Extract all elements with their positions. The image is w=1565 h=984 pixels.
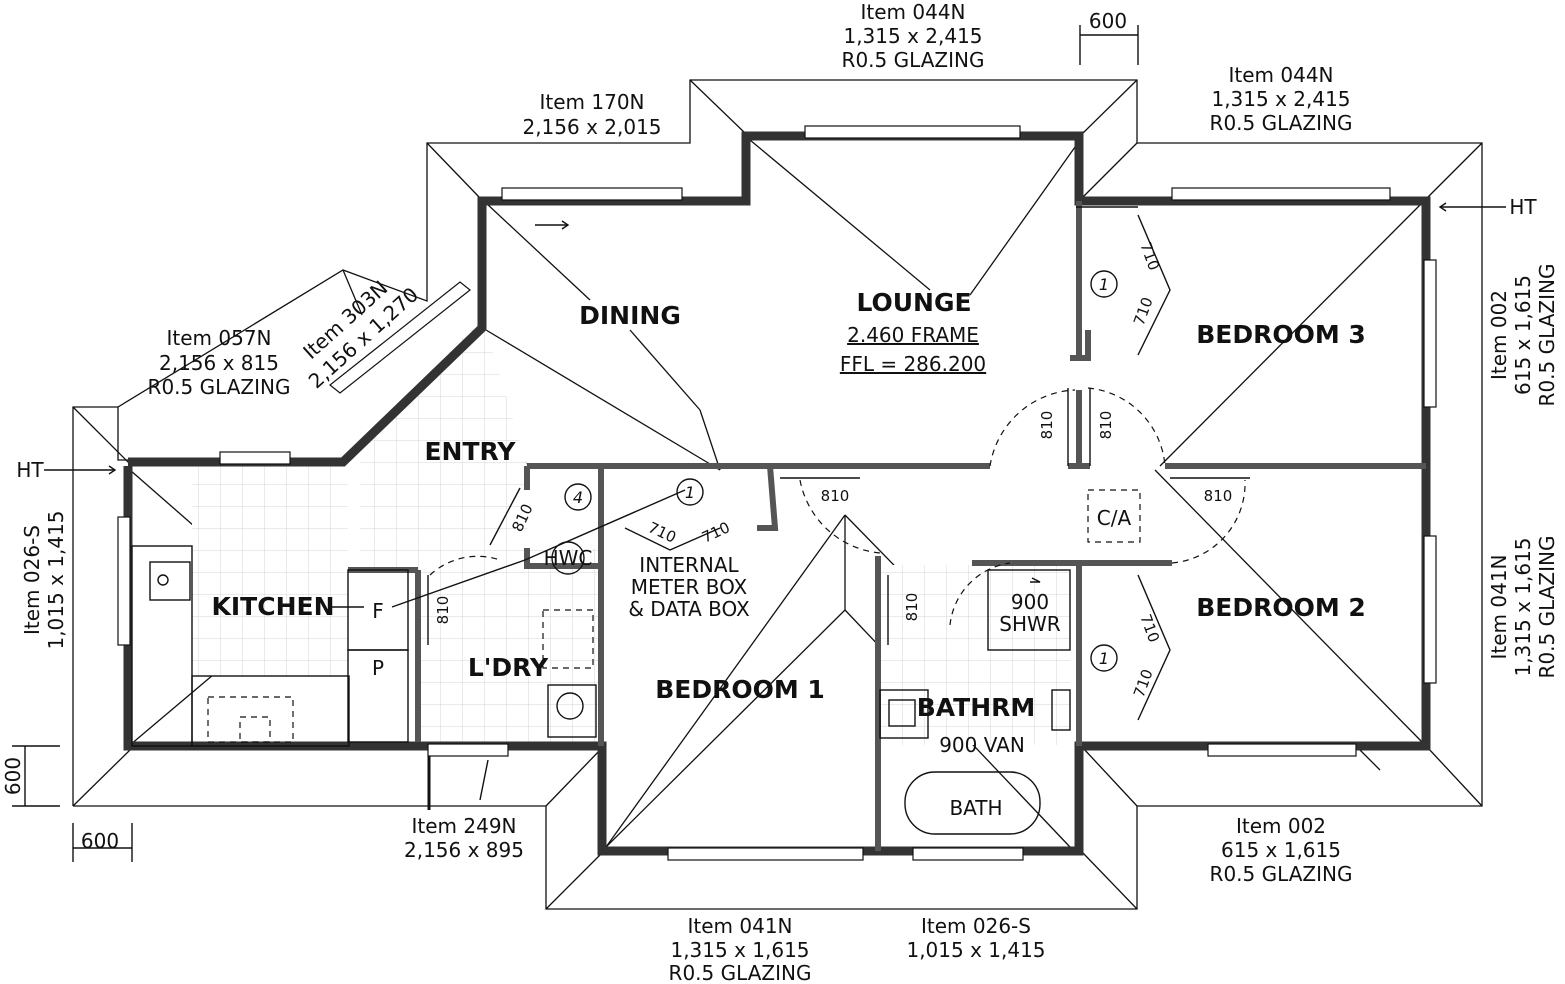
external-walls bbox=[123, 131, 1431, 856]
dim-600-bottom: 600 bbox=[81, 829, 119, 853]
svg-text:R0.5 GLAZING: R0.5 GLAZING bbox=[1210, 862, 1353, 886]
svg-text:Item 041N: Item 041N bbox=[687, 914, 792, 938]
door-810-bed2: 810 bbox=[1204, 487, 1233, 505]
window-label-bed1-bottom: Item 041N 1,315 x 1,615 R0.5 GLAZING bbox=[669, 914, 812, 984]
window-label-top-right: Item 044N 1,315 x 2,415 R0.5 GLAZING bbox=[1210, 63, 1353, 135]
svg-text:Item 044N: Item 044N bbox=[1228, 63, 1333, 87]
dim-600-top: 600 bbox=[1089, 9, 1127, 33]
svg-text:R0.5 GLAZING: R0.5 GLAZING bbox=[842, 48, 985, 72]
tags bbox=[564, 270, 1118, 672]
svg-text:1,315 x 1,615: 1,315 x 1,615 bbox=[670, 938, 809, 962]
door-810-bed3: 810 bbox=[1097, 411, 1115, 440]
room-label-bathroom: BATHRM bbox=[917, 693, 1036, 722]
svg-text:Item 026-S: Item 026-S bbox=[20, 525, 44, 635]
svg-text:1,315 x 1,615: 1,315 x 1,615 bbox=[1511, 537, 1535, 676]
window-label-kitchen-left: Item 026-S 1,015 x 1,415 bbox=[20, 510, 68, 649]
hot-water-cylinder-label: HWC bbox=[544, 546, 593, 570]
door-810-bed1: 810 bbox=[821, 487, 850, 505]
tag-4-hwc: 4 bbox=[573, 488, 583, 507]
svg-text:2,156 x 895: 2,156 x 895 bbox=[404, 838, 524, 862]
meter-box-label-1: INTERNAL bbox=[639, 553, 739, 577]
lounge-floor-level: FFL = 286.200 bbox=[840, 352, 986, 376]
door-810-bath: 810 bbox=[903, 593, 921, 622]
svg-text:1,015 x 1,415: 1,015 x 1,415 bbox=[906, 938, 1045, 962]
svg-text:Item 041N: Item 041N bbox=[1487, 554, 1511, 659]
robe-710-bed3-a: 710 bbox=[1136, 240, 1163, 273]
window-label-bath-bottom: Item 026-S 1,015 x 1,415 bbox=[906, 914, 1045, 962]
room-label-entry: ENTRY bbox=[424, 437, 516, 466]
window-label-laundry-bottom: Item 249N 2,156 x 895 bbox=[404, 814, 524, 862]
svg-text:R0.5 GLAZING: R0.5 GLAZING bbox=[1210, 111, 1353, 135]
pantry-label: P bbox=[372, 656, 384, 680]
svg-text:R0.5 GLAZING: R0.5 GLAZING bbox=[1535, 536, 1559, 679]
room-label-kitchen: KITCHEN bbox=[212, 592, 335, 621]
tag-1-meter: 1 bbox=[685, 483, 695, 502]
window-label-right-top: Item 002 615 x 1,615 R0.5 GLAZING bbox=[1487, 264, 1559, 407]
fridge-label: F bbox=[372, 599, 384, 623]
room-label-lounge: LOUNGE bbox=[856, 288, 971, 317]
window-label-top-lounge: Item 044N 1,315 x 2,415 R0.5 GLAZING bbox=[842, 0, 985, 72]
svg-text:R0.5 GLAZING: R0.5 GLAZING bbox=[148, 375, 291, 399]
tiled-floor bbox=[192, 330, 1070, 745]
ht-label-left: HT bbox=[16, 458, 44, 482]
svg-text:Item 170N: Item 170N bbox=[539, 90, 644, 114]
svg-text:2,156 x 815: 2,156 x 815 bbox=[159, 351, 279, 375]
robe-710-bed3-b: 710 bbox=[1130, 295, 1157, 328]
leaders bbox=[12, 25, 1506, 862]
lounge-frame-height: 2.460 FRAME bbox=[847, 323, 979, 347]
svg-text:615 x 1,615: 615 x 1,615 bbox=[1511, 275, 1535, 395]
doors bbox=[427, 214, 1250, 721]
window-label-kitchen-top: Item 057N 2,156 x 815 R0.5 GLAZING bbox=[148, 326, 291, 399]
svg-text:Item 044N: Item 044N bbox=[860, 0, 965, 24]
fixtures bbox=[131, 489, 1141, 835]
door-810-laundry: 810 bbox=[434, 596, 452, 625]
svg-text:Item 002: Item 002 bbox=[1487, 290, 1511, 380]
ht-label-right: HT bbox=[1509, 195, 1537, 219]
svg-text:2,156 x 2,015: 2,156 x 2,015 bbox=[522, 115, 661, 139]
tag-1-bedroom-3: 1 bbox=[1099, 275, 1109, 294]
robe-710-meter-a: 710 bbox=[645, 518, 679, 546]
room-label-dining: DINING bbox=[579, 301, 681, 330]
windows bbox=[117, 125, 1437, 861]
meter-box-label-2: METER BOX bbox=[631, 575, 748, 599]
svg-text:R0.5 GLAZING: R0.5 GLAZING bbox=[1535, 264, 1559, 407]
shower-size-label: 900 bbox=[1011, 590, 1049, 614]
robe-710-meter-b: 710 bbox=[699, 518, 733, 546]
svg-text:Item 057N: Item 057N bbox=[166, 326, 271, 350]
svg-text:Item 249N: Item 249N bbox=[411, 814, 516, 838]
shower-label: SHWR bbox=[999, 612, 1061, 636]
meter-box-label-3: & DATA BOX bbox=[628, 597, 750, 621]
room-label-laundry: L'DRY bbox=[468, 653, 549, 682]
svg-text:R0.5 GLAZING: R0.5 GLAZING bbox=[669, 961, 812, 984]
door-810-lounge: 810 bbox=[1038, 411, 1056, 440]
svg-text:Item 026-S: Item 026-S bbox=[921, 914, 1031, 938]
bath-label: BATH bbox=[949, 796, 1002, 820]
tag-1-bedroom-2: 1 bbox=[1099, 649, 1109, 668]
vanity-label: 900 VAN bbox=[939, 733, 1025, 757]
window-label-dining: Item 170N 2,156 x 2,015 bbox=[522, 90, 661, 139]
ceiling-access-label: C/A bbox=[1097, 506, 1132, 530]
room-label-bedroom-2: BEDROOM 2 bbox=[1196, 593, 1366, 622]
room-label-bedroom-3: BEDROOM 3 bbox=[1196, 320, 1366, 349]
svg-text:1,315 x 2,415: 1,315 x 2,415 bbox=[1211, 87, 1350, 111]
window-label-right-bottom: Item 041N 1,315 x 1,615 R0.5 GLAZING bbox=[1487, 536, 1559, 679]
svg-text:Item 002: Item 002 bbox=[1236, 814, 1326, 838]
svg-text:615 x 1,615: 615 x 1,615 bbox=[1221, 838, 1341, 862]
window-label-bed2-bottom: Item 002 615 x 1,615 R0.5 GLAZING bbox=[1210, 814, 1353, 886]
room-label-bedroom-1: BEDROOM 1 bbox=[655, 675, 825, 704]
dim-600-left: 600 bbox=[1, 757, 25, 795]
svg-text:1,315 x 2,415: 1,315 x 2,415 bbox=[843, 24, 982, 48]
robe-710-bed2-b: 710 bbox=[1130, 667, 1157, 700]
svg-text:1,015 x 1,415: 1,015 x 1,415 bbox=[44, 510, 68, 649]
robe-710-bed2-a: 710 bbox=[1136, 612, 1163, 645]
